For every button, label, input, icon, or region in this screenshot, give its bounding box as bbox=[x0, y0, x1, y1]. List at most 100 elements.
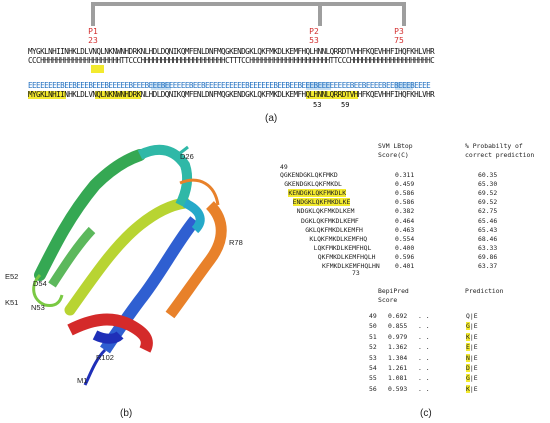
svm-score: 0.463 bbox=[395, 225, 415, 234]
bepipred-dots: . . bbox=[418, 312, 430, 320]
bepipred-dots: . . bbox=[418, 322, 430, 331]
svm-peptide-seq: DGKLQKFMKDLKEMF bbox=[301, 217, 359, 226]
seq-highlight-5 bbox=[28, 91, 66, 99]
residue-label-m1: M1 bbox=[77, 376, 88, 385]
bepipred-position: 52 bbox=[369, 343, 377, 352]
below-number-53: 53 bbox=[313, 101, 322, 109]
bepipred-residue: G bbox=[466, 374, 470, 383]
bepipred-separator: | bbox=[469, 312, 474, 320]
bepipred-score: 1.081 bbox=[388, 374, 408, 383]
seq-highlight-3 bbox=[306, 82, 331, 90]
below-number-59: 59 bbox=[341, 101, 350, 109]
svm-peptide-text: KFMKDLKEMFHQLHN bbox=[322, 262, 380, 270]
bepipred-score: 0.855 bbox=[388, 322, 408, 331]
svm-probability: 60.35 bbox=[478, 171, 498, 179]
marker-p1-name: P1 bbox=[88, 27, 98, 36]
svm-peptide-seq: KENDGKLQKFMKDLK bbox=[288, 189, 347, 198]
svm-col2-header: % Probabilty of correct prediction bbox=[465, 142, 535, 159]
bepipred-position: 54 bbox=[369, 364, 377, 372]
bepipred-prediction: N|E bbox=[466, 353, 478, 363]
bepipred-separator: | bbox=[469, 353, 474, 362]
svm-peptide-text: LQKFMKDLKEMFHQL bbox=[313, 243, 372, 252]
seq-highlight-4 bbox=[395, 82, 413, 90]
bepipred-call: E bbox=[473, 364, 478, 372]
bepipred-position: 49 bbox=[369, 312, 377, 320]
svm-start: 49 bbox=[280, 163, 288, 171]
marker-p3-name: P3 bbox=[394, 27, 404, 36]
bepipred-prediction: D|E bbox=[466, 364, 478, 373]
marker-p2: P2 53 bbox=[301, 27, 327, 45]
bepipred-position: 53 bbox=[369, 353, 377, 362]
bepipred-call: E bbox=[473, 312, 478, 320]
seq-highlight-6 bbox=[95, 91, 141, 99]
protein-ribbon bbox=[32, 144, 227, 386]
bepipred-prediction: K|E bbox=[466, 332, 478, 342]
svm-peptide-seq: KLQKFMKDLKEMFHQ bbox=[309, 235, 367, 244]
marker-p2-name: P2 bbox=[309, 27, 319, 36]
bepipred-residue: N bbox=[466, 353, 470, 362]
bepipred-call: E bbox=[473, 384, 478, 393]
svm-peptide-text: GKENDGKLQKFMKDL bbox=[284, 180, 342, 189]
bepipred-separator: | bbox=[469, 343, 474, 352]
bepipred-col1-header: BepiPred Score bbox=[378, 287, 409, 304]
panel-c-label: (c) bbox=[420, 408, 432, 419]
bepipred-residue: D bbox=[466, 364, 470, 372]
bepipred-position: 55 bbox=[369, 374, 377, 383]
marker-p3-pos: 75 bbox=[394, 36, 404, 45]
svm-score: 0.554 bbox=[395, 234, 415, 243]
svm-peptide-text: KLQKFMKDLKEMFHQ bbox=[309, 234, 368, 243]
svm-score: 0.464 bbox=[395, 216, 415, 225]
svm-peptide-seq: QKFMKDLKEMFHQLH bbox=[318, 253, 376, 262]
svm-probability: 65.46 bbox=[478, 216, 498, 225]
residue-label-d54: D54 bbox=[33, 279, 47, 288]
panel-a-label: (a) bbox=[265, 113, 278, 124]
svm-probability: 65.43 bbox=[478, 225, 498, 234]
bepipred-dots: . . bbox=[418, 353, 430, 362]
bepipred-score: 1.362 bbox=[388, 343, 408, 352]
svm-peptide-seq: GKENDGKLQKFMKDL bbox=[284, 180, 342, 189]
exposure-row: EEEEEEEEBEEBEEEBEEEBEEEEEBEEEBEEEBEEEEEE… bbox=[28, 81, 431, 90]
bepipred-score: 1.304 bbox=[388, 353, 408, 362]
bepipred-prediction: G|E bbox=[466, 374, 478, 383]
marker-p1: P1 23 bbox=[80, 27, 106, 45]
svm-score: 0.401 bbox=[395, 262, 415, 270]
bepipred-call: E bbox=[473, 322, 478, 331]
svm-peptide-text: QGKENDGKLQKFMKD bbox=[280, 171, 338, 179]
epitope-row: MYGKLNHIINHKLDLVNQLNKNWNHDRKNLHDLDQNIKQM… bbox=[28, 90, 435, 99]
svm-peptide-seq: ENDGKLQKFMKDLKE bbox=[292, 198, 351, 207]
marker-p1-pos: 23 bbox=[88, 36, 98, 45]
svm-score: 0.459 bbox=[395, 180, 415, 189]
secondary-structure-row: CCCHHHHHHHHHHHHHHHHHHHHTTCCCHHHHHHHHHHHH… bbox=[28, 56, 435, 65]
svm-peptide-text: ENDGKLQKFMKDLKE bbox=[292, 198, 351, 207]
svm-probability: 63.37 bbox=[478, 262, 498, 270]
bepipred-dots: . . bbox=[418, 343, 430, 352]
bepipred-prediction: G|E bbox=[466, 322, 478, 331]
residue-label-r78: R78 bbox=[229, 238, 243, 247]
bepipred-residue: K bbox=[466, 384, 470, 393]
svm-score: 0.382 bbox=[395, 207, 415, 216]
bepipred-prediction: K|E bbox=[466, 384, 478, 394]
svm-col1-header: SVM LBtop Score(C) bbox=[378, 142, 413, 159]
svm-peptide-text: NDGKLQKFMKDLKEM bbox=[296, 207, 355, 216]
svm-peptide-seq: LQKFMKDLKEMFHQL bbox=[314, 244, 372, 253]
bepipred-residue: K bbox=[466, 332, 470, 341]
bepipred-residue: G bbox=[466, 322, 470, 331]
bepipred-separator: | bbox=[469, 322, 474, 331]
residue-label-r102: R102 bbox=[96, 353, 114, 362]
marker-p2-pos: 53 bbox=[309, 36, 319, 45]
bepipred-call: E bbox=[473, 353, 478, 362]
bepipred-separator: | bbox=[469, 364, 474, 372]
seq-highlight-1 bbox=[91, 65, 104, 73]
svm-peptide-text: KENDGKLQKFMKDLK bbox=[288, 189, 347, 198]
residue-label-n53: N53 bbox=[31, 303, 45, 312]
svm-peptide-seq: NDGKLQKFMKDLKEM bbox=[297, 207, 355, 216]
svm-probability: 69.52 bbox=[478, 198, 498, 207]
bepipred-col2-header: Prediction bbox=[465, 287, 504, 295]
svm-peptide-text: GKLQKFMKDLKEMFH bbox=[305, 225, 363, 234]
svm-probability: 68.46 bbox=[478, 234, 498, 243]
bepipred-position: 51 bbox=[369, 332, 377, 341]
svm-probability: 65.30 bbox=[478, 180, 498, 189]
bepipred-dots: . . bbox=[418, 384, 430, 393]
bepipred-separator: | bbox=[469, 374, 474, 383]
